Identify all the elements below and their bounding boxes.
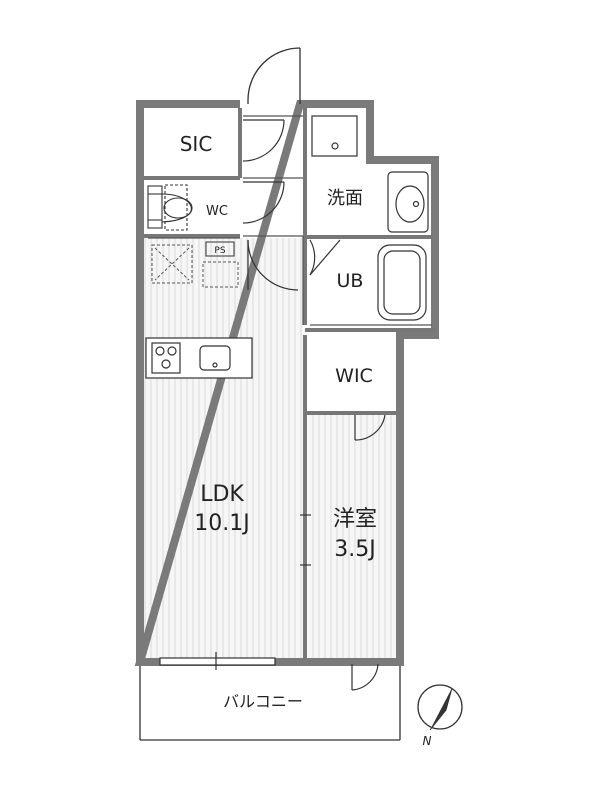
laundry-space bbox=[202, 261, 239, 288]
refrigerator-space bbox=[151, 244, 193, 284]
wc-door bbox=[242, 181, 285, 224]
ps-shaft bbox=[205, 241, 235, 257]
sliding-door bbox=[300, 514, 311, 566]
bathtub-icon bbox=[377, 244, 427, 321]
balcony-door bbox=[351, 663, 379, 691]
ldk-name-label: LDK bbox=[200, 482, 244, 507]
kitchen-counter bbox=[145, 337, 253, 379]
toilet-icon bbox=[147, 184, 193, 231]
compass-icon bbox=[417, 684, 463, 731]
wic-door bbox=[354, 414, 386, 441]
interior-walls bbox=[143, 108, 435, 660]
ldk-size-label: 10.1J bbox=[194, 511, 249, 536]
ub-door bbox=[309, 239, 341, 276]
ub-label: UB bbox=[337, 270, 364, 292]
balcony bbox=[139, 666, 401, 741]
balcony-label: バルコニー bbox=[223, 692, 303, 711]
sic-door bbox=[242, 119, 285, 162]
sic-label: SIC bbox=[180, 132, 213, 156]
western-room-floor bbox=[308, 413, 400, 658]
wic-label: WIC bbox=[335, 365, 373, 387]
ldk-floor bbox=[143, 238, 303, 658]
compass-north-label: N bbox=[423, 734, 432, 748]
washroom-sink-icon bbox=[311, 115, 429, 233]
interior-thin-lines bbox=[148, 115, 432, 326]
entrance-door bbox=[247, 47, 301, 104]
western-room-size-label: 3.5J bbox=[334, 537, 375, 562]
western-room-name-label: 洋室 bbox=[333, 507, 377, 532]
washroom-label: 洗面 bbox=[327, 188, 363, 209]
wc-label: WC bbox=[206, 204, 228, 219]
washroom-door bbox=[247, 239, 299, 291]
balcony-window bbox=[159, 652, 276, 670]
ps-label: PS bbox=[214, 246, 225, 256]
